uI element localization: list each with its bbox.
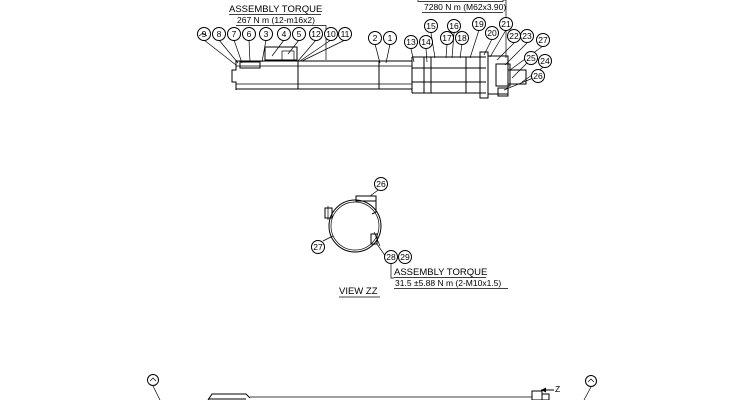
- svg-text:3: 3: [264, 29, 269, 39]
- svg-text:11: 11: [341, 29, 350, 39]
- balloon: 23: [520, 29, 534, 43]
- svg-text:13: 13: [406, 37, 416, 47]
- balloon: 26: [531, 69, 545, 83]
- top-cylinder-assembly: ASSEMBLY TORQUE 267 N m (12-m16x2) 7280 …: [197, 0, 552, 99]
- svg-text:19: 19: [474, 19, 484, 29]
- svg-text:28: 28: [386, 252, 396, 262]
- balloon: 18: [455, 31, 469, 45]
- svg-text:14: 14: [421, 37, 431, 47]
- balloon: 1: [383, 31, 397, 45]
- balloon: 21: [499, 17, 513, 31]
- balloon: 2: [368, 31, 382, 45]
- svg-text:12: 12: [311, 29, 321, 39]
- top-torque-label: ASSEMBLY TORQUE: [229, 4, 322, 15]
- svg-text:23: 23: [522, 31, 532, 41]
- svg-text:29: 29: [400, 252, 410, 262]
- svg-text:17: 17: [442, 33, 452, 43]
- balloon: 17: [440, 31, 454, 45]
- balloon: 22: [507, 29, 521, 43]
- balloon: 19: [472, 17, 486, 31]
- balloon: 10: [324, 27, 338, 41]
- view-zz: 26 27 28 29 ASSEMBLY TORQUE 31.5 ±5.88 N…: [311, 177, 508, 298]
- balloon: 20: [485, 26, 499, 40]
- svg-text:16: 16: [449, 21, 459, 31]
- bottom-cylinder-assembly: Z: [147, 374, 597, 400]
- svg-text:10: 10: [326, 29, 336, 39]
- balloon: 6: [242, 27, 256, 41]
- balloon: 26: [374, 177, 388, 191]
- balloon: 5: [292, 27, 306, 41]
- svg-text:8: 8: [217, 29, 222, 39]
- svg-text:18: 18: [457, 33, 467, 43]
- balloon: 28: [384, 250, 398, 264]
- balloon: 4: [277, 27, 291, 41]
- balloon: 12: [309, 27, 323, 41]
- svg-text:26: 26: [376, 179, 386, 189]
- balloon: 15: [424, 19, 438, 33]
- svg-text:22: 22: [509, 31, 519, 41]
- top-balloons: 9 8 7 6 3 4 5 12 10 11 2 1 13 14 15 16 1…: [197, 17, 552, 83]
- svg-text:26: 26: [533, 71, 543, 81]
- balloon: 11: [338, 27, 352, 41]
- svg-text:24: 24: [540, 56, 550, 66]
- svg-text:15: 15: [426, 21, 436, 31]
- svg-text:1: 1: [388, 33, 393, 43]
- zz-torque-value: 31.5 ±5.88 N m (2-M10x1.5): [395, 278, 501, 288]
- svg-text:20: 20: [487, 28, 497, 38]
- balloon: 3: [259, 27, 273, 41]
- balloon: 13: [404, 35, 418, 49]
- svg-text:21: 21: [501, 19, 511, 29]
- balloon: 14: [419, 35, 433, 49]
- balloon: 25: [524, 51, 538, 65]
- balloon: 27: [536, 33, 550, 47]
- svg-text:6: 6: [247, 29, 252, 39]
- svg-text:27: 27: [313, 242, 323, 252]
- svg-text:2: 2: [373, 33, 378, 43]
- balloon: 24: [538, 54, 552, 68]
- svg-text:25: 25: [526, 53, 536, 63]
- balloon: 8: [212, 27, 226, 41]
- zz-torque-label: ASSEMBLY TORQUE: [394, 267, 487, 278]
- z-view-marker: Z: [555, 384, 560, 394]
- top-right-torque-value: 7280 N m (M62x3.90): [424, 2, 506, 12]
- balloon: 16: [447, 19, 461, 33]
- svg-text:5: 5: [297, 29, 302, 39]
- top-torque-value: 267 N m (12-m16x2): [237, 15, 315, 25]
- svg-text:4: 4: [282, 29, 287, 39]
- view-zz-title: VIEW ZZ: [339, 286, 378, 297]
- balloon: 27: [311, 240, 325, 254]
- balloon: 7: [227, 27, 241, 41]
- svg-text:7: 7: [232, 29, 237, 39]
- balloon: 29: [398, 250, 412, 264]
- svg-text:27: 27: [538, 35, 548, 45]
